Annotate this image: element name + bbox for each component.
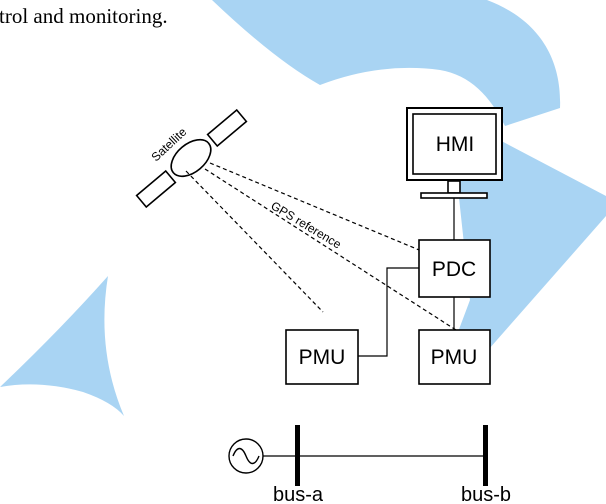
generator-icon <box>228 438 264 474</box>
gps-line-to-pmu-left <box>185 170 324 313</box>
pdc-pmu-left-link <box>357 267 419 357</box>
gps-reference-label: GPS reference <box>268 199 344 252</box>
pmu-right-label: PMU <box>431 346 478 369</box>
pdc-label: PDC <box>432 258 476 281</box>
hmi-monitor <box>406 107 503 199</box>
hmi-label: HMI <box>436 133 475 156</box>
top-text-fragment: trol and monitoring. <box>0 4 168 28</box>
bus-a-bar <box>295 425 300 486</box>
pmu-right-box <box>418 329 491 385</box>
gps-line-to-pdc <box>209 162 425 253</box>
watermark-arc <box>212 0 561 126</box>
satellite-body <box>170 138 212 178</box>
bus-b-bar <box>483 425 488 486</box>
generator-sine <box>232 447 260 465</box>
bus-a-label: bus-a <box>273 484 324 504</box>
gps-reference-lines <box>185 162 457 331</box>
watermark-left-chevron <box>0 276 124 416</box>
bus-b-label: bus-b <box>461 484 511 504</box>
hmi-monitor-stand <box>420 192 488 199</box>
hmi-monitor-screen <box>412 113 497 175</box>
hmi-monitor-neck <box>447 180 461 194</box>
pmu-left-box <box>285 329 359 385</box>
satellite-panel-lower <box>135 169 177 209</box>
satellite-icon <box>135 108 248 209</box>
satellite-panel-upper <box>206 108 248 148</box>
gps-line-to-pmu-right <box>204 168 457 331</box>
pmu-left-label: PMU <box>299 346 346 369</box>
